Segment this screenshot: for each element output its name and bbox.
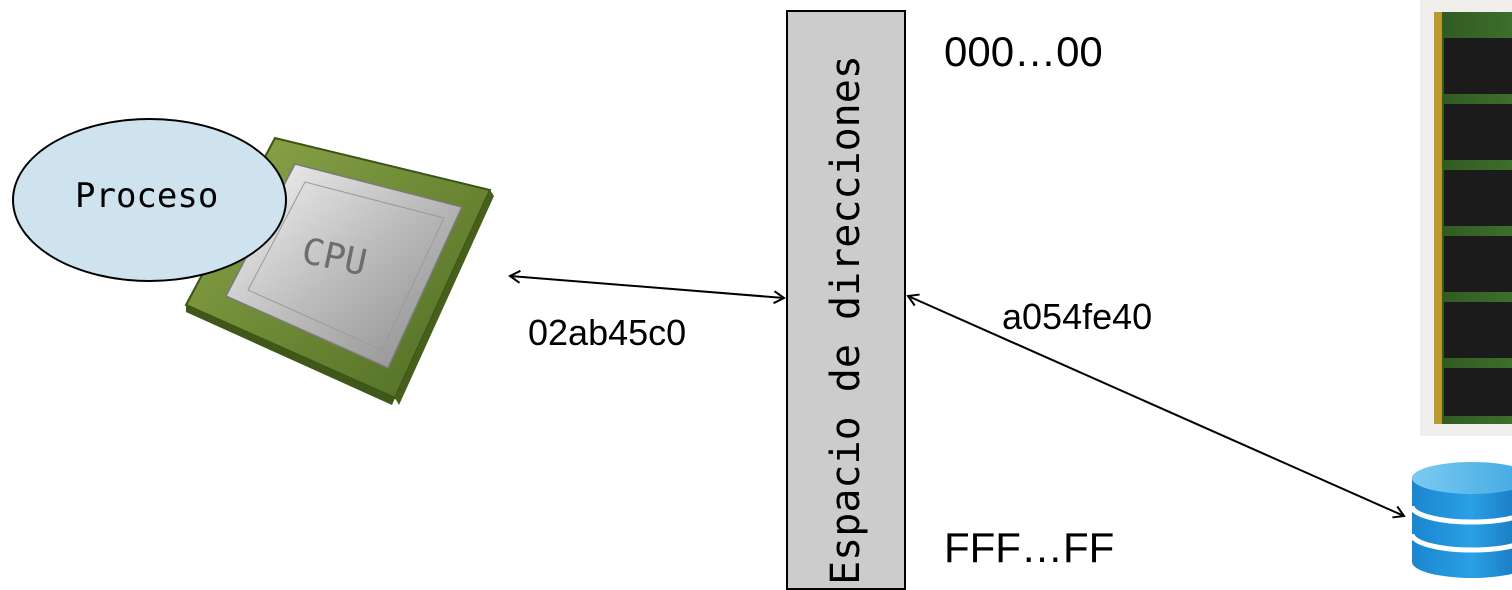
address-space-top-label: 000…00: [944, 28, 1103, 75]
cpu-address-label: 02ab45c0: [528, 312, 687, 353]
address-space-to-storage-arrow: [906, 293, 1406, 519]
address-space-column: [786, 10, 906, 590]
process-label: Proceso: [75, 176, 219, 216]
database-icon: [1409, 462, 1512, 578]
process-ellipse: [12, 118, 287, 282]
address-space-bottom-label: FFF…FF: [944, 524, 1115, 571]
storage-address-label: a054fe40: [1002, 296, 1153, 337]
ram-module-icon: [1420, 0, 1512, 436]
address-space-title: Espacio de direcciones: [823, 55, 869, 585]
cpu-to-address-space-arrow: [508, 269, 786, 305]
